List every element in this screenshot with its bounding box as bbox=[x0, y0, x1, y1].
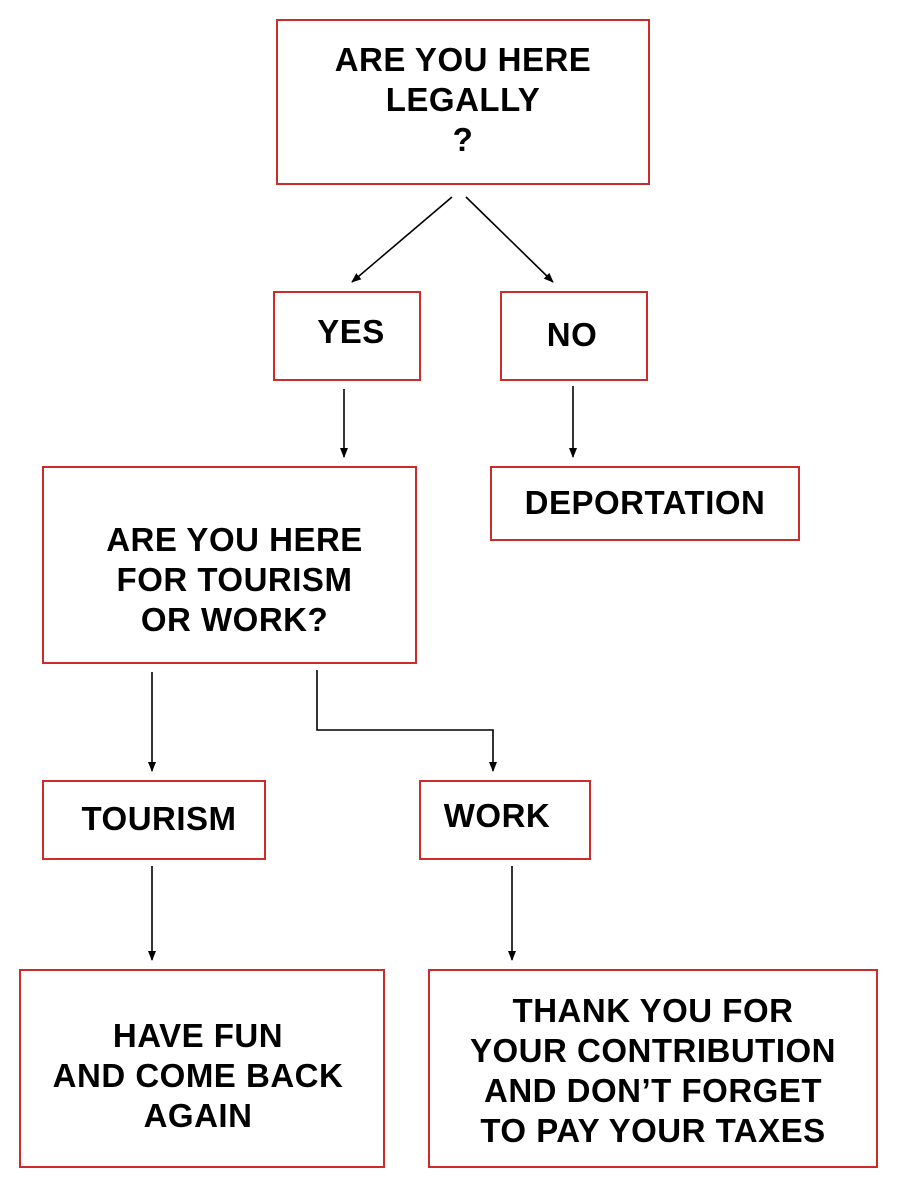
tourism-result-line-1: HAVE FUN bbox=[112, 1016, 284, 1054]
arrow-purpose-to-work bbox=[316, 670, 497, 772]
tourism-result-line-2: AND COME BACK bbox=[52, 1056, 344, 1094]
legal-question-line-3: ? bbox=[452, 121, 474, 158]
legal-question-line-2: LEGALLY bbox=[385, 81, 541, 118]
purpose-question-box: ARE YOU HERE FOR TOURISM OR WORK? bbox=[42, 466, 417, 664]
legal-question-line-1: ARE YOU HERE bbox=[334, 41, 592, 78]
arrow-legal-to-no bbox=[465, 196, 554, 283]
arrow-legal-to-yes bbox=[351, 196, 453, 283]
deportation-label: DEPORTATION bbox=[524, 483, 766, 521]
purpose-question-line-2: FOR TOURISM bbox=[116, 561, 353, 598]
work-result-line-2: YOUR CONTRIBUTION bbox=[470, 1031, 836, 1069]
tourism-result-line-3: AGAIN bbox=[143, 1096, 253, 1134]
work-box: WORK bbox=[419, 780, 591, 860]
purpose-question-line-3: OR WORK? bbox=[140, 601, 329, 638]
legal-question-box: ARE YOU HERE LEGALLY ? bbox=[276, 19, 650, 185]
deportation-box: DEPORTATION bbox=[490, 466, 800, 541]
yes-label: YES bbox=[317, 313, 385, 350]
yes-box: YES bbox=[273, 291, 421, 381]
work-result-line-3: AND DON’T FORGET bbox=[484, 1071, 822, 1109]
work-result-line-4: TO PAY YOUR TAXES bbox=[480, 1111, 826, 1149]
tourism-label: TOURISM bbox=[81, 800, 237, 837]
no-label: NO bbox=[546, 316, 598, 353]
tourism-result-box: HAVE FUN AND COME BACK AGAIN bbox=[19, 969, 385, 1168]
work-result-box: THANK YOU FOR YOUR CONTRIBUTION AND DON’… bbox=[428, 969, 878, 1168]
purpose-question-line-1: ARE YOU HERE bbox=[106, 521, 363, 558]
no-box: NO bbox=[500, 291, 648, 381]
work-label: WORK bbox=[443, 797, 551, 834]
work-result-line-1: THANK YOU FOR bbox=[512, 991, 794, 1029]
tourism-box: TOURISM bbox=[42, 780, 266, 860]
